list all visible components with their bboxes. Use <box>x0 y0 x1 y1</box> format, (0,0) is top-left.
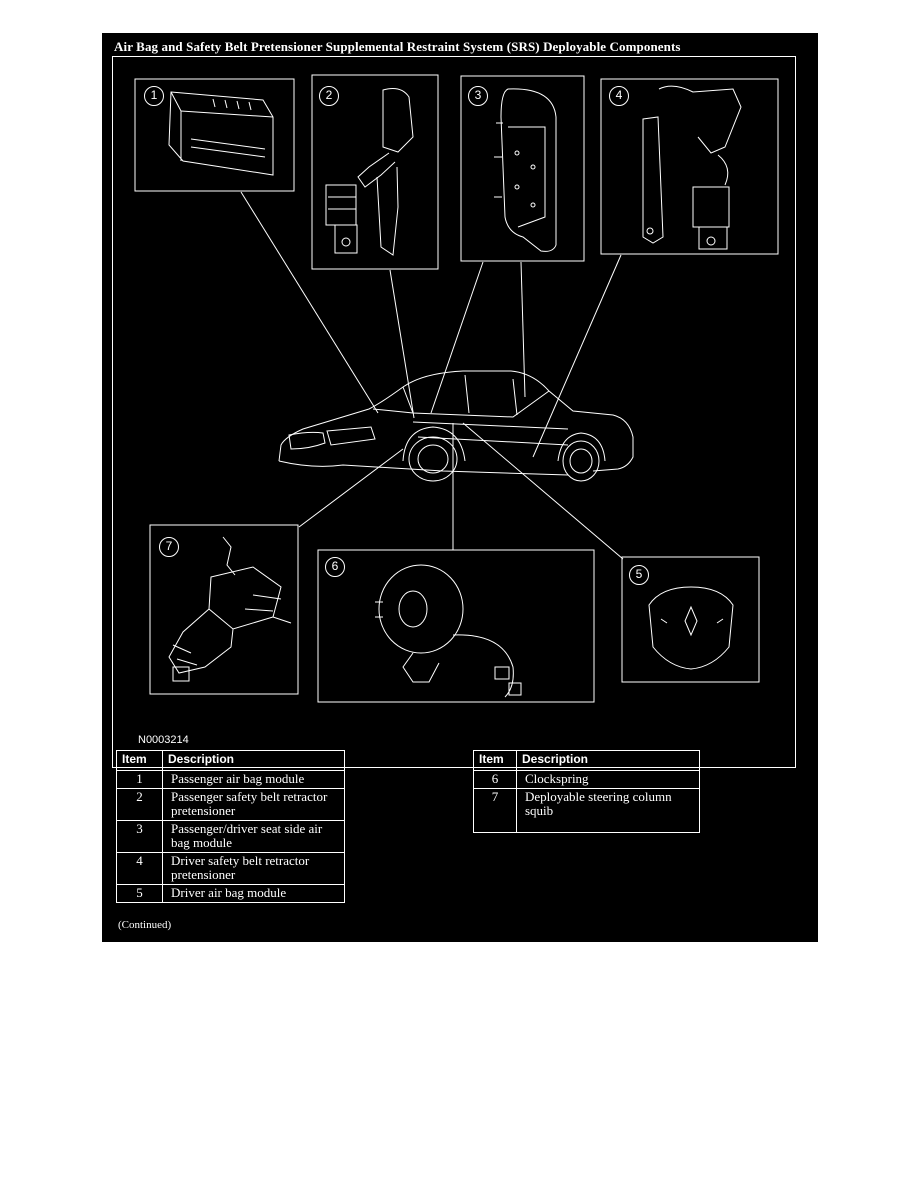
inset-box-2 <box>311 74 439 270</box>
callout-7: 7 <box>159 537 179 557</box>
item-number: 2 <box>116 788 163 821</box>
page-title: Air Bag and Safety Belt Pretensioner Sup… <box>114 39 681 54</box>
table-header-row: Item Description <box>473 750 700 771</box>
item-number: 6 <box>473 770 517 789</box>
clockspring-illustration <box>375 564 522 698</box>
item-description: Driver safety belt retractor pretensione… <box>162 852 345 885</box>
continued-note: (Continued) <box>118 919 172 931</box>
seat-side-air-bag-illustration <box>494 88 557 252</box>
inset-box-5 <box>621 556 760 683</box>
callout-2: 2 <box>319 86 339 106</box>
column-header-item: Item <box>116 750 163 771</box>
table-row: 4 Driver safety belt retractor pretensio… <box>116 852 345 885</box>
callout-1: 1 <box>144 86 164 106</box>
callout-5: 5 <box>629 565 649 585</box>
column-header-description: Description <box>516 750 700 771</box>
passenger-belt-retractor-illustration <box>325 88 414 256</box>
table-row: 1 Passenger air bag module <box>116 770 345 789</box>
item-number: 1 <box>116 770 163 789</box>
item-number: 4 <box>116 852 163 885</box>
table-row: 2 Passenger safety belt retractor preten… <box>116 788 345 821</box>
table-row: 7 Deployable steering column squib <box>473 788 700 833</box>
figure-id: N0003214 <box>138 734 189 746</box>
callout-4: 4 <box>609 86 629 106</box>
driver-belt-retractor-illustration <box>642 85 742 250</box>
inset-box-3 <box>460 75 585 262</box>
diagram-artwork <box>134 74 779 703</box>
item-description: Clockspring <box>516 770 700 789</box>
passenger-air-bag-module-illustration <box>168 91 274 176</box>
column-header-description: Description <box>162 750 345 771</box>
table-row: 3 Passenger/driver seat side air bag mod… <box>116 820 345 853</box>
component-diagram: 1 2 3 4 5 6 7 N0003214 <box>112 56 796 768</box>
inset-box-1 <box>134 78 295 192</box>
column-header-item: Item <box>473 750 517 771</box>
component-table-left: Item Description 1 Passenger air bag mod… <box>116 750 345 903</box>
item-number: 3 <box>116 820 163 853</box>
item-number: 5 <box>116 884 163 903</box>
item-description: Passenger safety belt retractor pretensi… <box>162 788 345 821</box>
inset-box-7 <box>149 524 299 695</box>
inset-box-6 <box>317 549 595 703</box>
table-header-row: Item Description <box>116 750 345 771</box>
item-number: 7 <box>473 788 517 833</box>
vehicle-illustration <box>278 370 634 482</box>
component-table-right: Item Description 6 Clockspring 7 Deploya… <box>473 750 700 833</box>
inset-box-4 <box>600 78 779 255</box>
callout-6: 6 <box>325 557 345 577</box>
document-page: Air Bag and Safety Belt Pretensioner Sup… <box>102 33 818 942</box>
item-description: Deployable steering column squib <box>516 788 700 833</box>
callout-3: 3 <box>468 86 488 106</box>
table-row: 5 Driver air bag module <box>116 884 345 903</box>
item-description: Driver air bag module <box>162 884 345 903</box>
item-description: Passenger air bag module <box>162 770 345 789</box>
driver-air-bag-illustration <box>648 586 734 670</box>
table-row: 6 Clockspring <box>473 770 700 789</box>
steering-column-illustration <box>168 536 292 682</box>
item-description: Passenger/driver seat side air bag modul… <box>162 820 345 853</box>
